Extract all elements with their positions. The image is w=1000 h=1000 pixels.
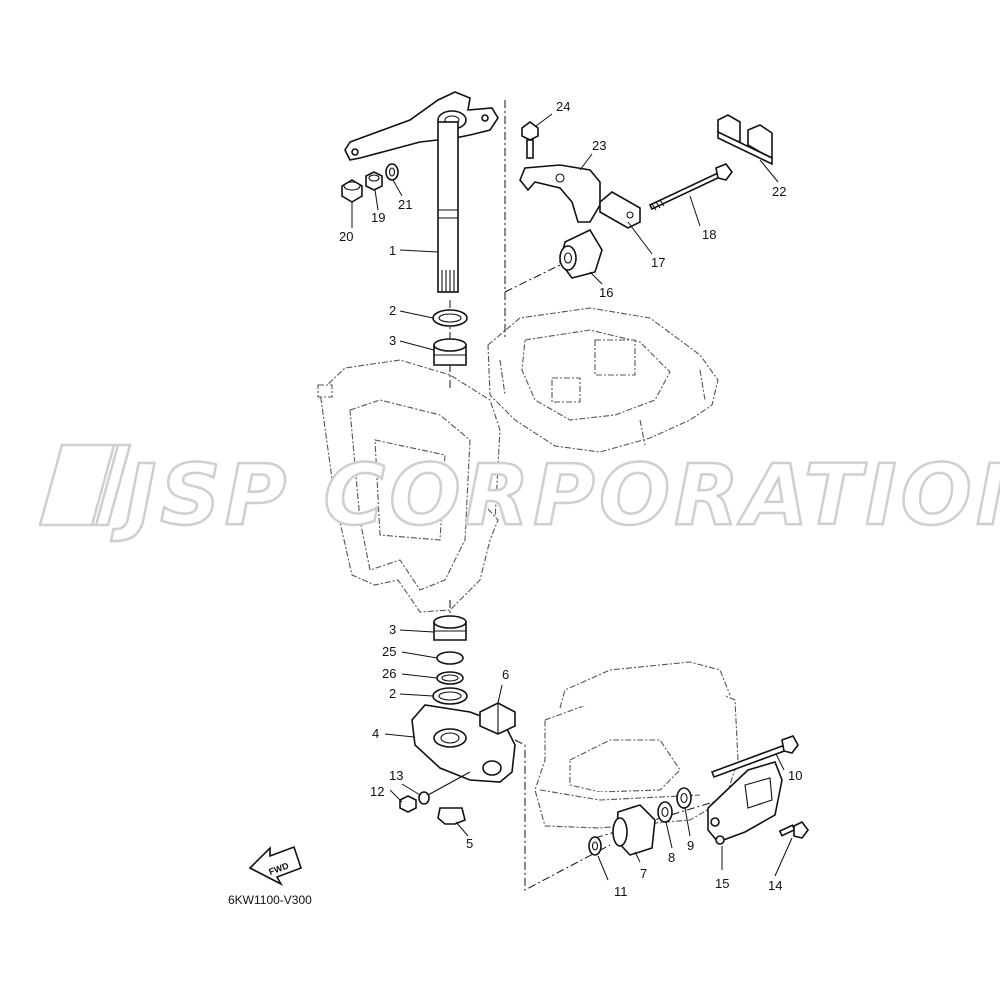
part-2-lower-washer	[432, 687, 468, 705]
steering-arm-shaft	[344, 91, 499, 293]
callout-23: 23	[592, 138, 606, 153]
callout-1: 1	[389, 243, 396, 258]
part-23-upper-mount-bracket	[519, 164, 601, 223]
callout-6: 6	[502, 667, 509, 682]
callout-25: 25	[382, 644, 396, 659]
part-3-upper-bushing	[433, 338, 467, 366]
part-17-plate	[599, 191, 641, 229]
callout-24: 24	[556, 99, 570, 114]
callout-11: 11	[614, 884, 628, 899]
callout-4: 4	[372, 726, 379, 741]
diagram-code: 6KW1100-V300	[228, 893, 312, 907]
callout-10: 10	[788, 768, 802, 783]
callout-19: 19	[371, 210, 385, 225]
callout-13: 13	[389, 768, 403, 783]
callout-17: 17	[651, 255, 665, 270]
part-18-long-bolt	[648, 163, 733, 211]
part-3-lower-bushing	[433, 615, 467, 641]
leader-lines	[351, 113, 793, 881]
callout-9: 9	[687, 838, 694, 853]
callout-26: 26	[382, 666, 396, 681]
upper-casing-outline	[487, 307, 719, 453]
part-13-washer	[418, 791, 430, 805]
callout-8: 8	[668, 850, 675, 865]
part-7-lower-mount-rubber	[612, 804, 656, 856]
swivel-bracket-outline	[317, 359, 501, 613]
watermark: JSP CORPORATION	[38, 443, 1000, 545]
callout-18: 18	[702, 227, 716, 242]
callout-2-upper: 2	[389, 303, 396, 318]
part-22-bracket-cover	[717, 114, 773, 166]
part-12-nut	[399, 795, 417, 813]
callout-3-upper: 3	[389, 333, 396, 348]
part-9-washer	[676, 787, 692, 809]
part-26-washer	[436, 671, 464, 685]
part-24-bolt	[521, 121, 539, 159]
part-25-o-ring	[436, 651, 464, 665]
part-15-lower-bracket	[707, 761, 783, 845]
part-2-upper-washer	[432, 309, 468, 327]
part-13-stud	[427, 771, 471, 796]
callout-15: 15	[715, 876, 729, 891]
callout-21: 21	[398, 197, 412, 212]
part-10-long-bolt	[710, 735, 799, 779]
callout-7: 7	[640, 866, 647, 881]
watermark-text: JSP CORPORATION	[111, 446, 1000, 544]
callout-22: 22	[772, 184, 786, 199]
part-8-washer	[657, 801, 673, 823]
part-16-upper-mount-rubber	[559, 228, 603, 279]
part-11-washer	[588, 836, 602, 856]
callouts: 1 2 3 3 25 26 2 4 5 6 12 13 20 19 21 24 …	[339, 99, 802, 899]
part-21-washer	[385, 163, 399, 181]
callout-12: 12	[370, 784, 384, 799]
lower-casing-outline	[534, 661, 739, 829]
callout-16: 16	[599, 285, 613, 300]
callout-2-lower: 2	[389, 686, 396, 701]
callout-3-lower: 3	[389, 622, 396, 637]
part-20-cap	[341, 179, 363, 203]
callout-5: 5	[466, 836, 473, 851]
callout-20: 20	[339, 229, 353, 244]
part-19-nut	[365, 171, 383, 191]
part-14-bolt	[778, 820, 809, 839]
callout-14: 14	[768, 878, 782, 893]
part-5-clip	[437, 807, 466, 825]
fwd-arrow: FWD	[248, 845, 303, 886]
